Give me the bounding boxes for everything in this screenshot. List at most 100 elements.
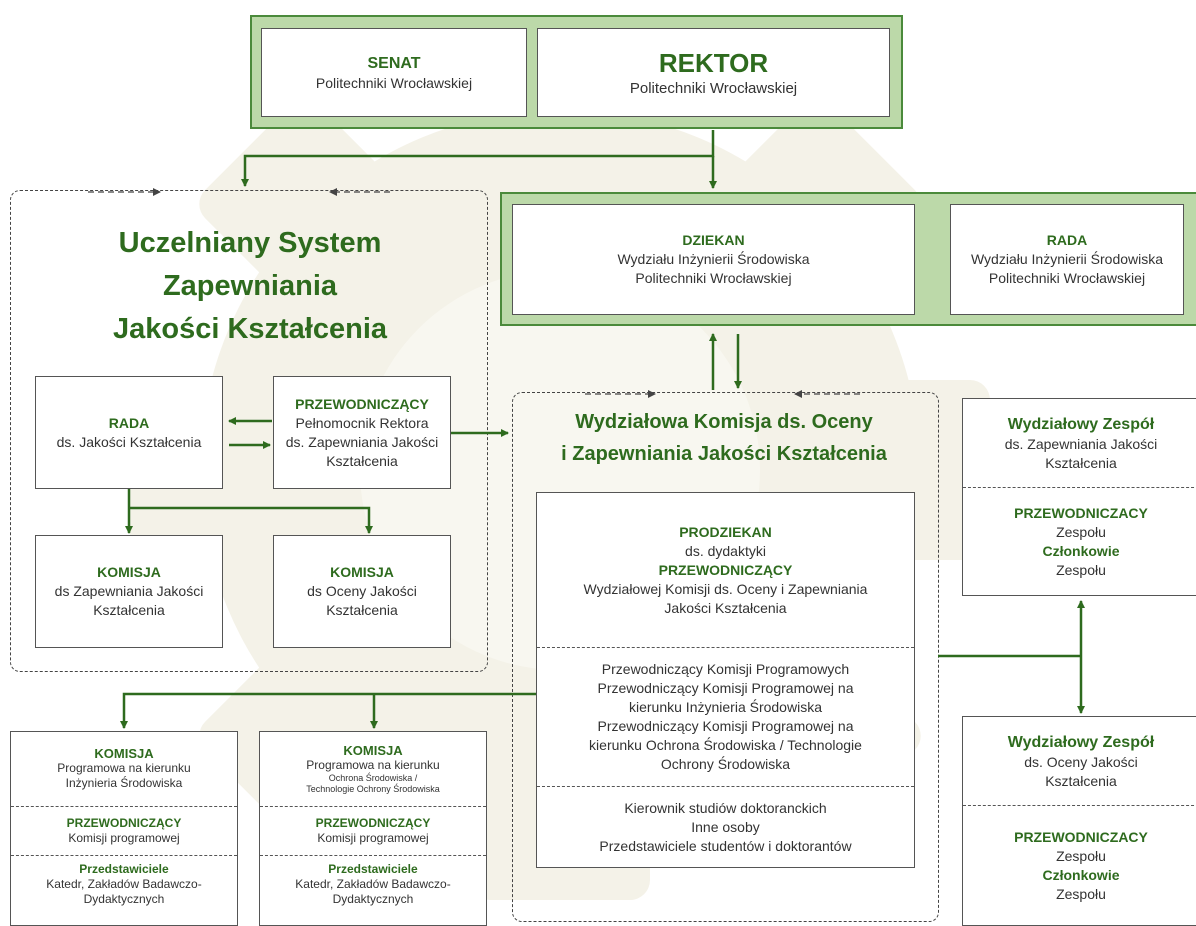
komisja-programowa-os-line3: Technologie Ochrony Środowiska (306, 783, 440, 794)
wk-member-line: kierunku Inżynieria Środowiska (629, 699, 822, 715)
prodziekan-line3: Jakości Kształcenia (664, 599, 787, 616)
rada-jakosci-subtitle: ds. Jakości Kształcenia (56, 433, 202, 450)
senat-subtitle: Politechniki Wrocławskiej (315, 74, 473, 91)
zespol-zapewniania-roles: PRZEWODNICZACY Zespołu Członkowie Zespoł… (963, 487, 1196, 595)
komisja-zapewniania-line1: ds Zapewniania Jakości (54, 583, 204, 599)
zespol-zapewniania-members: Członkowie (1042, 542, 1120, 559)
komisja-programowa-is-box: KOMISJA Programowa na kierunku Inżynieri… (10, 731, 238, 926)
komisja-programowa-is-line1: Programowa na kierunku (57, 761, 191, 776)
prodziekan-section: PRODZIEKAN ds. dydaktyki PRZEWODNICZĄCY … (537, 493, 914, 647)
komisja-programowa-os-line1: Programowa na kierunku (306, 757, 440, 772)
usz-title-line1: Uczelniany System (118, 227, 382, 259)
zespol-oceny-roles: PRZEWODNICZACY Zespołu Członkowie Zespoł… (963, 805, 1196, 925)
prodziekan-line2: Wydziałowej Komisji ds. Oceny i Zapewnia… (583, 580, 868, 597)
komisja-programowa-is-role: PRZEWODNICZĄCY Komisji programowej (11, 805, 237, 856)
prodziekan-line1: ds. dydaktyki (685, 542, 766, 559)
zespol-zapewniania-line2: Kształcenia (1045, 454, 1117, 471)
przewodniczacy-title: PRZEWODNICZĄCY (295, 395, 429, 412)
komisja-programowa-os-header: KOMISJA Programowa na kierunku Ochrona Ś… (260, 732, 486, 806)
rektor-box: REKTOR Politechniki Wrocławskiej (537, 28, 890, 117)
komisja-programowa-is-line2: Inżynieria Środowiska (65, 776, 183, 791)
wk-member-line: Przewodniczący Komisji Programowych (601, 661, 850, 677)
wk-other-line: Inne osoby (691, 818, 760, 835)
rada-jakosci-box: RADA ds. Jakości Kształcenia (35, 376, 223, 489)
wk-members-box: PRODZIEKAN ds. dydaktyki PRZEWODNICZĄCY … (536, 492, 915, 868)
zespol-zapewniania-box: Wydziałowy Zespół ds. Zapewniania Jakośc… (962, 398, 1196, 596)
wk-other-line: Kierownik studiów doktoranckich (624, 799, 827, 816)
komisja-programowa-os-reps-line2: Dydaktycznych (332, 892, 414, 907)
dziekan-box: DZIEKAN Wydziału Inżynierii Środowiska P… (512, 204, 915, 315)
wk-member-line: kierunku Ochrona Środowiska / Technologi… (589, 737, 862, 753)
komisja-oceny-title: KOMISJA (330, 564, 394, 580)
zespol-oceny-box: Wydziałowy Zespół ds. Oceny Jakości Kszt… (962, 716, 1196, 926)
zespol-oceny-members-sub: Zespołu (1056, 885, 1106, 902)
przewodniczacy-line2: ds. Zapewniania Jakości (285, 433, 439, 450)
komisja-zapewniania-box: KOMISJA ds Zapewniania Jakości Kształcen… (35, 535, 223, 648)
komisja-programowa-is-reps-line2: Dydaktycznych (83, 892, 165, 907)
rada-jakosci-title: RADA (108, 414, 150, 431)
przewodniczacy-line3: Kształcenia (326, 452, 398, 469)
prodziekan-title: PRODZIEKAN (679, 523, 772, 540)
komisja-oceny-box: KOMISJA ds Oceny Jakości Kształcenia (273, 535, 451, 648)
zespol-oceny-role-sub: Zespołu (1056, 847, 1106, 864)
dziekan-line1: Wydziału Inżynierii Środowiska (617, 251, 810, 267)
senat-title: SENAT (367, 54, 421, 72)
wk-others-section: Kierownik studiów doktoranckich Inne oso… (537, 786, 914, 867)
komisja-programowa-os-reps-line1: Katedr, Zakładów Badawczo- (295, 877, 451, 892)
wk-member-line: Przewodniczący Komisji Programowej na (597, 718, 854, 734)
wk-member-line: Przewodniczący Komisji Programowej na (597, 680, 854, 696)
dziekan-line2: Politechniki Wrocławskiej (635, 270, 792, 286)
zespol-zapewniania-title: Wydziałowy Zespół (1007, 415, 1155, 433)
komisja-programowa-os-title: KOMISJA (343, 742, 403, 758)
zespol-zapewniania-role-sub: Zespołu (1056, 523, 1106, 540)
zespol-oceny-members: Członkowie (1042, 866, 1120, 883)
zespol-zapewniania-header: Wydziałowy Zespół ds. Zapewniania Jakośc… (963, 399, 1196, 487)
zespol-zapewniania-line1: ds. Zapewniania Jakości (1004, 435, 1158, 452)
wk-title: Wydziałowa Komisja ds. Oceny i Zapewnian… (518, 406, 930, 470)
wk-title-line1: Wydziałowa Komisja ds. Oceny (575, 411, 873, 433)
rektor-title: REKTOR (658, 48, 769, 78)
komisja-programowa-os-line2: Ochrona Środowiska / (328, 772, 418, 783)
komisja-programowa-is-reps-line1: Katedr, Zakładów Badawczo- (46, 877, 202, 892)
dziekan-title: DZIEKAN (682, 232, 745, 248)
zespol-oceny-header: Wydziałowy Zespół ds. Oceny Jakości Kszt… (963, 717, 1196, 805)
komisja-oceny-line2: Kształcenia (326, 602, 398, 618)
komisja-zapewniania-line2: Kształcenia (93, 602, 165, 618)
komisja-programowa-os-role-title: PRZEWODNICZĄCY (315, 815, 431, 830)
wk-other-line: Przedstawiciele studentów i doktorantów (599, 837, 852, 854)
komisja-programowa-is-reps-title: Przedstawiciele (79, 862, 169, 877)
komisja-zapewniania-title: KOMISJA (97, 564, 161, 580)
komisja-programowa-is-header: KOMISJA Programowa na kierunku Inżynieri… (11, 732, 237, 806)
komisja-programowa-os-reps-title: Przedstawiciele (328, 862, 418, 877)
usz-region (10, 190, 488, 672)
usz-title-line3: Jakości Kształcenia (112, 313, 388, 345)
usz-title-line2: Zapewniania (162, 270, 338, 302)
komisja-oceny-line1: ds Oceny Jakości (307, 583, 417, 599)
przewodniczacy-line1: Pełnomocnik Rektora (295, 414, 429, 431)
komisja-programowa-is-reps: Przedstawiciele Katedr, Zakładów Badawcz… (11, 855, 237, 925)
zespol-oceny-role: PRZEWODNICZACY (1014, 828, 1148, 845)
komisja-programowa-is-title: KOMISJA (94, 746, 154, 762)
komisja-programowa-is-role-title: PRZEWODNICZĄCY (66, 815, 182, 830)
rada-wydzialu-title: RADA (1046, 232, 1088, 248)
rada-wydzialu-line1: Wydziału Inżynierii Środowiska (970, 251, 1164, 267)
komisja-programowa-os-box: KOMISJA Programowa na kierunku Ochrona Ś… (259, 731, 487, 926)
zespol-oceny-line1: ds. Oceny Jakości (1024, 753, 1138, 770)
zespol-oceny-title: Wydziałowy Zespół (1007, 733, 1155, 751)
prodziekan-role: PRZEWODNICZĄCY (658, 561, 793, 578)
komisja-programowa-os-reps: Przedstawiciele Katedr, Zakładów Badawcz… (260, 855, 486, 925)
zespol-zapewniania-members-sub: Zespołu (1056, 561, 1106, 578)
zespol-zapewniania-role: PRZEWODNICZACY (1014, 504, 1148, 521)
wk-member-line: Ochrony Środowiska (660, 756, 791, 772)
wk-chairs-section: Przewodniczący Komisji Programowych Prze… (537, 647, 914, 786)
wk-title-line2: i Zapewniania Jakości Kształcenia (561, 443, 887, 465)
zespol-oceny-line2: Kształcenia (1045, 772, 1117, 789)
komisja-programowa-is-role-sub: Komisji programowej (68, 830, 180, 845)
senat-box: SENAT Politechniki Wrocławskiej (261, 28, 527, 117)
komisja-programowa-os-role-sub: Komisji programowej (317, 830, 429, 845)
usz-title: Uczelniany System Zapewniania Jakości Ks… (60, 222, 440, 351)
rada-wydzialu-box: RADA Wydziału Inżynierii Środowiska Poli… (950, 204, 1184, 315)
rektor-subtitle: Politechniki Wrocławskiej (629, 80, 798, 97)
